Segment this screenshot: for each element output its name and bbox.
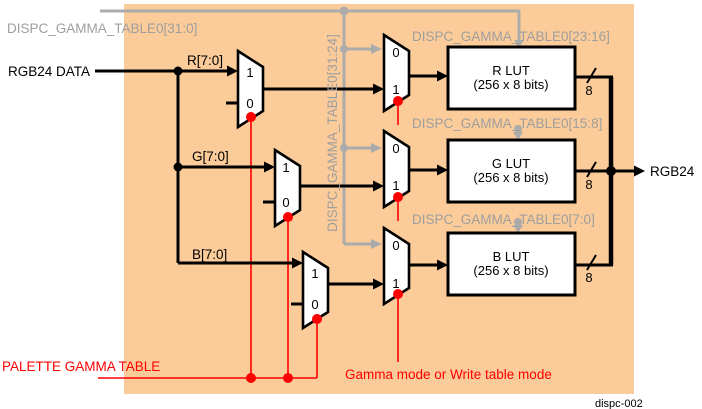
junction-dot-branch-r xyxy=(340,45,348,53)
arrowhead-g-lut-in-icon xyxy=(437,164,448,176)
mux-b-stage1-zero: 0 xyxy=(311,297,318,312)
b-lut-name: B LUT xyxy=(493,249,530,264)
arrowhead-b-lut-in-icon xyxy=(437,259,448,271)
label-g-bus: G[7:0] xyxy=(192,149,229,164)
arrowhead-into-r-lut-top-icon xyxy=(514,40,524,48)
bus-width-g: 8 xyxy=(585,177,592,192)
arrowhead-into-g-lut-top-icon xyxy=(513,132,523,140)
arrowhead-index-branch-b-icon xyxy=(371,239,382,249)
label-gamma-mode: Gamma mode or Write table mode xyxy=(345,367,552,382)
mux-b-stage2-zero: 0 xyxy=(392,238,399,253)
junction-dot-palette-g xyxy=(283,373,293,383)
mux-g-stage2-one: 1 xyxy=(392,178,399,193)
r-lut-size: (256 x 8 bits) xyxy=(473,77,548,92)
junction-dot-branch-g xyxy=(340,144,348,152)
arrowhead-b-stage1-in-icon xyxy=(292,257,303,269)
g-lut-box xyxy=(446,138,577,204)
label-table0-31-0: DISPC_GAMMA_TABLE0[31:0] xyxy=(7,21,197,36)
arrowhead-index-branch-r-icon xyxy=(371,44,382,54)
bus-width-slash-g-icon xyxy=(586,161,597,178)
select-dot-b-stage1 xyxy=(312,314,322,324)
bus-width-r: 8 xyxy=(585,83,592,98)
junction-dot-g-branch xyxy=(173,162,183,172)
arrowhead-into-b-lut-top-icon xyxy=(513,225,523,233)
mux-g-stage1-one: 1 xyxy=(282,160,289,175)
label-table0-23-16: DISPC_GAMMA_TABLE0[23:16] xyxy=(412,29,610,44)
mux-g-stage1-zero: 0 xyxy=(282,195,289,210)
mux-b-stage1-one: 1 xyxy=(311,266,318,281)
label-rgb24-output: RGB24 xyxy=(650,164,695,179)
figure-id: dispc-002 xyxy=(595,398,643,409)
arrowhead-rgb24-out-icon xyxy=(634,165,645,177)
r-lut-name: R LUT xyxy=(492,63,530,78)
bus-width-slash-b-icon xyxy=(586,254,597,271)
wire-table0-top-bus xyxy=(100,9,521,42)
select-dot-g-stage2 xyxy=(393,192,403,202)
arrowhead-r-stage1-in-icon xyxy=(227,65,238,77)
label-table0-15-8: DISPC_GAMMA_TABLE0[15:8] xyxy=(412,116,602,131)
mux-r-stage2 xyxy=(382,32,411,114)
arrowhead-r-stage2-in-icon xyxy=(373,83,384,95)
mux-b-stage2-one: 1 xyxy=(392,276,399,291)
label-r-bus: R[7:0] xyxy=(187,53,223,68)
arrowhead-g-stage1-in-icon xyxy=(264,161,275,173)
select-dot-r-stage2 xyxy=(393,96,403,106)
select-dot-g-stage1 xyxy=(283,212,293,222)
label-table0-7-0: DISPC_GAMMA_TABLE0[7:0] xyxy=(412,212,595,227)
junction-dot-r-branch xyxy=(173,66,183,76)
mux-g-stage2 xyxy=(382,128,411,210)
mux-r-stage2-zero: 0 xyxy=(392,45,399,60)
arrowhead-g-stage2-in-icon xyxy=(373,180,384,192)
junction-dot-palette-r xyxy=(246,373,256,383)
g-lut-name: G LUT xyxy=(492,156,530,171)
mux-r-stage1-one: 1 xyxy=(246,65,253,80)
junction-dot-output-bus xyxy=(606,166,616,176)
label-rgb24-data-input: RGB24 DATA xyxy=(8,64,90,79)
arrowhead-r-lut-in-icon xyxy=(437,70,448,82)
select-dot-r-stage1 xyxy=(246,112,256,122)
label-palette-gamma-table: PALETTE GAMMA TABLE xyxy=(2,359,160,374)
b-lut-box xyxy=(446,231,577,297)
b-lut-size: (256 x 8 bits) xyxy=(473,263,548,278)
junction-dot-top-bus xyxy=(339,6,349,16)
arrowhead-index-branch-g-icon xyxy=(371,143,382,153)
select-dot-b-stage2 xyxy=(393,289,403,299)
mux-g-stage2-zero: 0 xyxy=(392,141,399,156)
label-table0-31-24: DISPC_GAMMA_TABLE0[31:24] xyxy=(325,34,340,232)
g-lut-size: (256 x 8 bits) xyxy=(473,170,548,185)
arrowhead-b-stage2-in-icon xyxy=(373,278,384,290)
mux-r-stage2-one: 1 xyxy=(392,82,399,97)
label-b-bus: B[7:0] xyxy=(192,247,227,262)
mux-b-stage2 xyxy=(382,225,411,307)
bus-width-slash-r-icon xyxy=(586,67,597,84)
bus-width-b: 8 xyxy=(585,270,592,285)
mux-r-stage1-zero: 0 xyxy=(246,96,253,111)
